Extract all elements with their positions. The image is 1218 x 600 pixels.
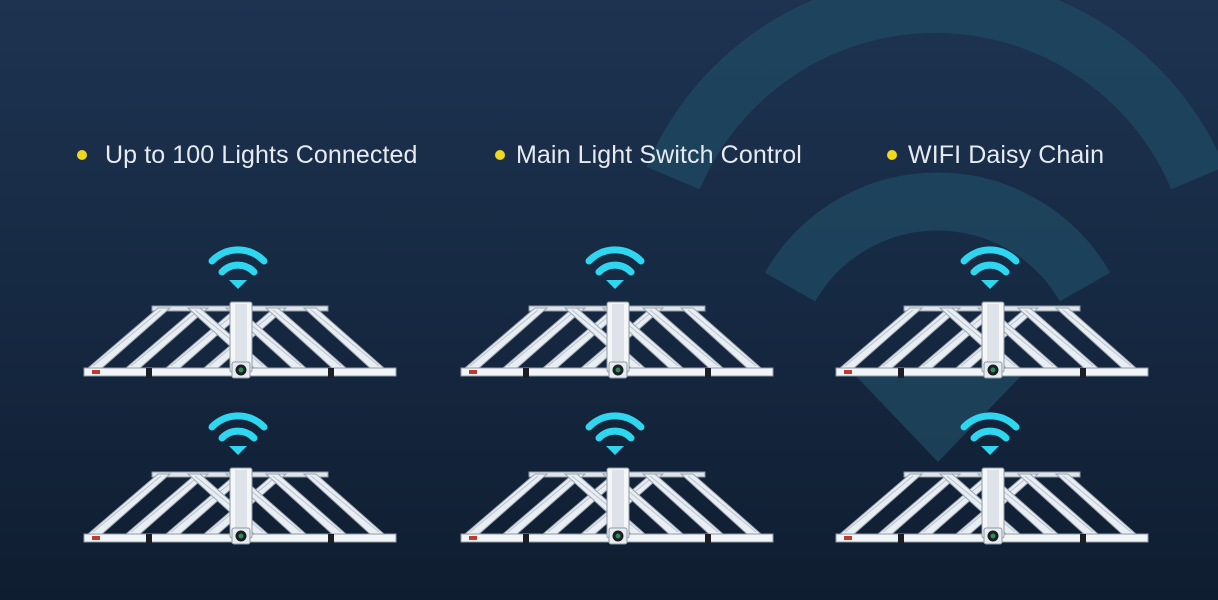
feature-item: Main Light Switch Control <box>495 138 802 172</box>
bullet-icon <box>887 150 897 160</box>
grow-light-fixture <box>835 467 1149 545</box>
light-unit <box>832 410 1152 550</box>
feature-item: Up to 100 Lights Connected <box>77 138 418 172</box>
feature-label: Main Light Switch Control <box>516 140 802 169</box>
wifi-icon <box>960 246 1020 289</box>
bullet-icon <box>77 150 87 160</box>
feature-label: Up to 100 Lights Connected <box>105 140 418 169</box>
grow-light-fixture <box>83 467 397 545</box>
wifi-icon <box>208 412 268 455</box>
wifi-icon <box>585 246 645 289</box>
grow-light-fixture <box>460 301 774 379</box>
grow-light-fixture <box>460 467 774 545</box>
feature-item: WIFI Daisy Chain <box>887 138 1104 172</box>
light-unit <box>457 244 777 384</box>
grow-light-fixture <box>835 301 1149 379</box>
wifi-icon <box>208 246 268 289</box>
feature-label: WIFI Daisy Chain <box>908 140 1105 169</box>
grow-light-fixture <box>83 301 397 379</box>
wifi-icon <box>585 412 645 455</box>
light-unit <box>80 410 400 550</box>
wifi-icon <box>960 412 1020 455</box>
light-unit <box>80 244 400 384</box>
light-unit <box>832 244 1152 384</box>
bullet-icon <box>495 150 505 160</box>
light-unit <box>457 410 777 550</box>
